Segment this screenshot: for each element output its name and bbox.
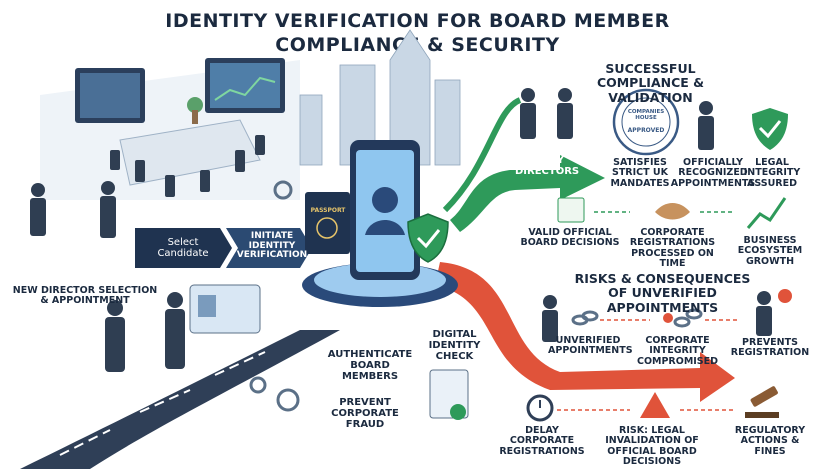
unverified-label: UNVERIFIED APPOINTMENTS <box>548 335 633 357</box>
seal-approved: APPROVED <box>627 127 665 134</box>
happy-directors-label: HAPPY DIRECTORS <box>515 155 580 177</box>
city-skyline <box>299 29 461 166</box>
road <box>20 330 340 469</box>
select-candidate-label: Select Candidate <box>157 237 209 259</box>
prevent-fraud-label: PREVENT CORPORATE FRAUD <box>331 397 399 430</box>
success-arrow <box>450 155 605 232</box>
integrity-label: CORPORATE INTEGRITY COMPROMISED <box>636 335 719 367</box>
shield-check-icon <box>407 213 449 263</box>
companies-house-seal <box>612 88 680 156</box>
digital-identity-check-label: DIGITAL IDENTITY CHECK <box>428 329 481 362</box>
broken-chain-icon <box>673 308 703 328</box>
gear-icon <box>249 180 300 412</box>
clock-icon <box>526 394 554 422</box>
corporate-reg-label: CORPORATE REGISTRATIONS PROCESSED ON TIM… <box>629 227 716 269</box>
chart-icon <box>746 197 787 229</box>
warning-icon <box>640 392 670 418</box>
gavel-icon <box>750 386 778 407</box>
authenticate-label: AUTHENTICATE BOARD MEMBERS <box>327 349 413 382</box>
satisfies-label: SATISFIES STRICT UK MANDATES <box>610 157 670 189</box>
delay-label: DELAY CORPORATE REGISTRATIONS <box>499 425 585 457</box>
chain-icon <box>571 310 599 326</box>
officially-label: OFFICIALLY RECOGNIZED APPOINTMENTS <box>670 157 756 189</box>
boardroom-illustration <box>40 58 300 200</box>
select-candidate-banner <box>135 228 232 268</box>
seal-text: COMPANIES HOUSE <box>627 109 665 121</box>
page-title: IDENTITY VERIFICATION FOR BOARD MEMBER <box>165 10 670 32</box>
valid-decisions-label: VALID OFFICIAL BOARD DECISIONS <box>520 227 620 249</box>
success-heading: SUCCESSFUL COMPLIANCE & VALIDATION <box>596 61 705 105</box>
regulatory-label: REGULATORY ACTIONS & FINES <box>734 425 806 457</box>
passport-icon <box>305 192 350 254</box>
initiate-verification-label: INITIATE IDENTITY VERIFICATION <box>236 231 308 261</box>
invalidation-label: RISK: LEGAL INVALIDATION OF OFFICIAL BOA… <box>605 425 699 467</box>
legal-integrity-label: LEGAL INTEGRITY ASSURED <box>743 157 801 189</box>
certificate-icon <box>557 197 585 223</box>
growth-label: BUSINESS ECOSYSTEM GROWTH <box>737 235 803 267</box>
new-director-label: NEW DIRECTOR SELECTION & APPOINTMENT <box>12 285 158 307</box>
risk-heading: RISKS & CONSEQUENCES OF UNVERIFIED APPOI… <box>574 271 751 315</box>
handshake-icon <box>655 203 690 220</box>
risk-arrow <box>435 262 735 402</box>
people-illustrations <box>30 88 772 372</box>
prevents-registration-label: PREVENTS REGISTRATION <box>730 337 810 359</box>
passport-label: PASSPORT <box>310 207 346 214</box>
